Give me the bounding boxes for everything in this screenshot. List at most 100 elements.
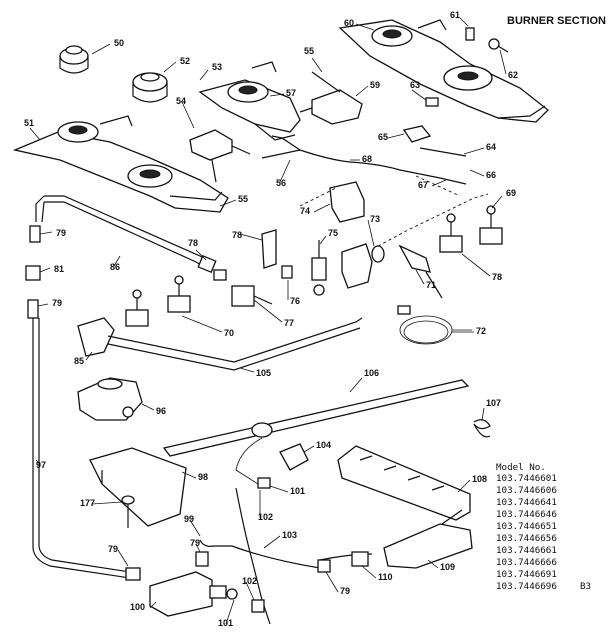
pressure-regulator-96: [77, 377, 143, 421]
label-102-a: 102: [258, 512, 273, 522]
model-1: 103.7446606: [496, 485, 557, 496]
label-96: 96: [156, 406, 166, 416]
label-97: 97: [36, 460, 46, 470]
label-69: 69: [506, 188, 516, 198]
wire-harness-72: [397, 305, 472, 345]
model-4: 103.7446651: [496, 521, 557, 532]
label-61: 61: [450, 10, 460, 20]
label-99: 99: [184, 514, 194, 524]
fitting-102-lower: [251, 599, 265, 613]
model-6: 103.7446661: [496, 545, 557, 556]
label-56: 56: [276, 178, 286, 188]
label-55-left: 55: [238, 194, 248, 204]
label-54: 54: [176, 96, 186, 106]
label-59: 59: [370, 80, 380, 90]
section-title: BURNER SECTION: [507, 15, 606, 27]
orifice-group-63-65: [402, 97, 467, 157]
label-78-c: 78: [492, 272, 502, 282]
spring-clip-107: [473, 419, 491, 438]
label-76: 76: [290, 296, 300, 306]
label-102-b: 102: [242, 576, 257, 586]
label-105: 105: [256, 368, 271, 378]
label-107: 107: [486, 398, 501, 408]
label-79-a: 79: [56, 228, 66, 238]
page-code: B3: [580, 581, 591, 592]
burner-assembly-left: [12, 115, 229, 213]
label-106: 106: [364, 368, 379, 378]
label-109: 109: [440, 562, 455, 572]
label-86: 86: [110, 262, 120, 272]
manifold-tube-105: [107, 317, 363, 371]
label-103: 103: [282, 530, 297, 540]
assembly-guide-lines: [299, 187, 489, 247]
thermostat-bulb-101: [235, 422, 273, 485]
label-104: 104: [316, 440, 331, 450]
label-68: 68: [362, 154, 372, 164]
label-55-top: 55: [304, 46, 314, 56]
ignitor-71: [398, 244, 443, 299]
fitting-110: [351, 551, 369, 567]
switch-73: [341, 243, 385, 289]
support-bar-106: [162, 379, 470, 457]
heat-shield-98: [89, 447, 187, 527]
gas-tube-99: [199, 539, 321, 569]
screw-62: [488, 38, 509, 53]
label-63: 63: [410, 80, 420, 90]
label-85: 85: [74, 356, 84, 366]
burner-cap-50: [59, 45, 89, 74]
label-50: 50: [114, 38, 124, 48]
model-2: 103.7446641: [496, 497, 557, 508]
gas-tube-97: [32, 318, 131, 579]
ignitor-104: [279, 443, 309, 471]
label-79-c: 79: [108, 544, 118, 554]
label-53: 53: [212, 62, 222, 72]
gas-tube-97-edge: [38, 318, 131, 573]
label-79-d: 79: [190, 538, 200, 548]
label-64: 64: [486, 142, 496, 152]
label-51: 51: [24, 118, 34, 128]
manifold-85: [77, 317, 115, 357]
oven-burner-108: [337, 445, 471, 521]
tube-branch: [271, 135, 301, 151]
model-header: Model No.: [496, 462, 546, 473]
label-79-b: 79: [52, 298, 62, 308]
burner-cap-52: [132, 72, 168, 103]
label-60: 60: [344, 18, 354, 28]
model-3: 103.7446646: [496, 509, 557, 520]
burner-assembly-right: [338, 19, 549, 123]
label-70: 70: [224, 328, 234, 338]
label-52: 52: [180, 56, 190, 66]
label-79-e: 79: [340, 586, 350, 596]
assembly-guide-line-2: [415, 175, 461, 197]
model-0: 103.7446601: [496, 473, 557, 484]
label-108: 108: [472, 474, 487, 484]
label-81: 81: [54, 264, 64, 274]
label-73: 73: [370, 214, 380, 224]
leader-lines: [29, 17, 507, 625]
valve-75: [311, 240, 327, 296]
bracket-78-upper: [261, 229, 277, 269]
manifold-pipe-80: [35, 195, 217, 274]
label-177: 177: [80, 498, 95, 508]
label-110: 110: [378, 572, 393, 582]
model-7: 103.7446666: [496, 557, 557, 568]
fitting-79-mid: [27, 299, 39, 319]
part-177: [121, 495, 135, 528]
gas-tube-103: [235, 487, 271, 625]
screw-61: [465, 27, 475, 41]
valve-69: [479, 205, 503, 245]
label-77: 77: [284, 318, 294, 328]
fitting-78-tube: [195, 551, 209, 567]
label-71: 71: [426, 280, 436, 290]
label-98: 98: [198, 472, 208, 482]
burner-assembly-center: [198, 61, 301, 141]
valve-70-center-a: [167, 275, 191, 313]
label-57: 57: [286, 88, 296, 98]
broil-burner-109: [383, 509, 473, 569]
label-74: 74: [300, 206, 310, 216]
label-72: 72: [476, 326, 486, 336]
fitting-76: [281, 265, 293, 279]
ignitor-box-74: [329, 181, 365, 223]
label-101-b: 101: [218, 618, 233, 628]
